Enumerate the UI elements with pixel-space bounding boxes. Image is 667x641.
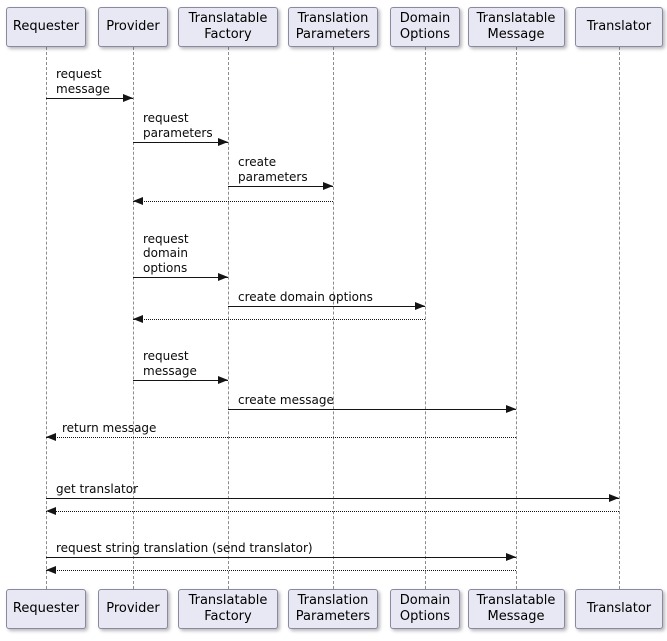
lifeline-translation-parameters <box>332 47 334 589</box>
message-arrowhead <box>415 302 425 310</box>
actor-box-translator-bottom: Translator <box>575 589 663 629</box>
message-arrowhead <box>123 94 133 102</box>
message-arrowhead <box>218 273 228 281</box>
message-label: return message <box>62 420 157 435</box>
actor-box-domain-options-top: Domain Options <box>390 7 460 47</box>
message-arrowhead <box>506 553 516 561</box>
message-arrowhead <box>218 138 228 146</box>
message-label: request string translation (send transla… <box>56 540 313 555</box>
message-label: request domain options <box>143 231 189 275</box>
message-label: request parameters <box>143 111 213 140</box>
actor-box-provider-top: Provider <box>98 7 168 47</box>
actor-box-translatable-message-bottom: Translatable Message <box>467 589 565 629</box>
lifeline-translator <box>618 47 620 589</box>
message-arrow-line <box>46 557 516 558</box>
actor-box-translatable-message-top: Translatable Message <box>467 7 565 47</box>
message-arrowhead <box>218 376 228 384</box>
message-label: request message <box>143 349 197 378</box>
message-arrowhead <box>506 405 516 413</box>
message-label: get translator <box>56 481 139 496</box>
message-arrowhead <box>323 182 333 190</box>
message-arrowhead <box>133 197 143 205</box>
actor-box-translator-top: Translator <box>575 7 663 47</box>
message-label: create message <box>238 392 334 407</box>
actor-box-translatable-factory-top: Translatable Factory <box>178 7 278 47</box>
lifeline-translatable-message <box>515 47 517 589</box>
actor-box-requester-top: Requester <box>6 7 86 47</box>
message-arrowhead <box>46 566 56 574</box>
message-label: request message <box>56 67 110 96</box>
actor-box-provider-bottom: Provider <box>98 589 168 629</box>
message-arrow-line <box>228 409 516 410</box>
actor-box-translation-parameters-bottom: Translation Parameters <box>288 589 378 629</box>
message-arrow-line <box>133 319 425 320</box>
message-arrow-line <box>46 570 516 571</box>
message-arrowhead <box>46 433 56 441</box>
lifeline-requester <box>45 47 47 589</box>
actor-box-translatable-factory-bottom: Translatable Factory <box>178 589 278 629</box>
message-arrow-line <box>133 142 228 143</box>
actor-box-translation-parameters-top: Translation Parameters <box>288 7 378 47</box>
message-arrowhead <box>609 494 619 502</box>
message-arrowhead <box>46 507 56 515</box>
message-label: create parameters <box>238 155 308 184</box>
message-arrow-line <box>133 380 228 381</box>
lifeline-domain-options <box>424 47 426 589</box>
actor-box-domain-options-bottom: Domain Options <box>390 589 460 629</box>
message-arrow-line <box>228 306 425 307</box>
message-arrow-line <box>46 437 516 438</box>
lifeline-translatable-factory <box>227 47 229 589</box>
message-label: create domain options <box>238 289 373 304</box>
message-arrow-line <box>46 498 619 499</box>
message-arrow-line <box>46 511 619 512</box>
message-arrow-line <box>46 98 133 99</box>
message-arrow-line <box>133 277 228 278</box>
message-arrowhead <box>133 315 143 323</box>
actor-box-requester-bottom: Requester <box>6 589 86 629</box>
message-arrow-line <box>133 201 333 202</box>
message-arrow-line <box>228 186 333 187</box>
